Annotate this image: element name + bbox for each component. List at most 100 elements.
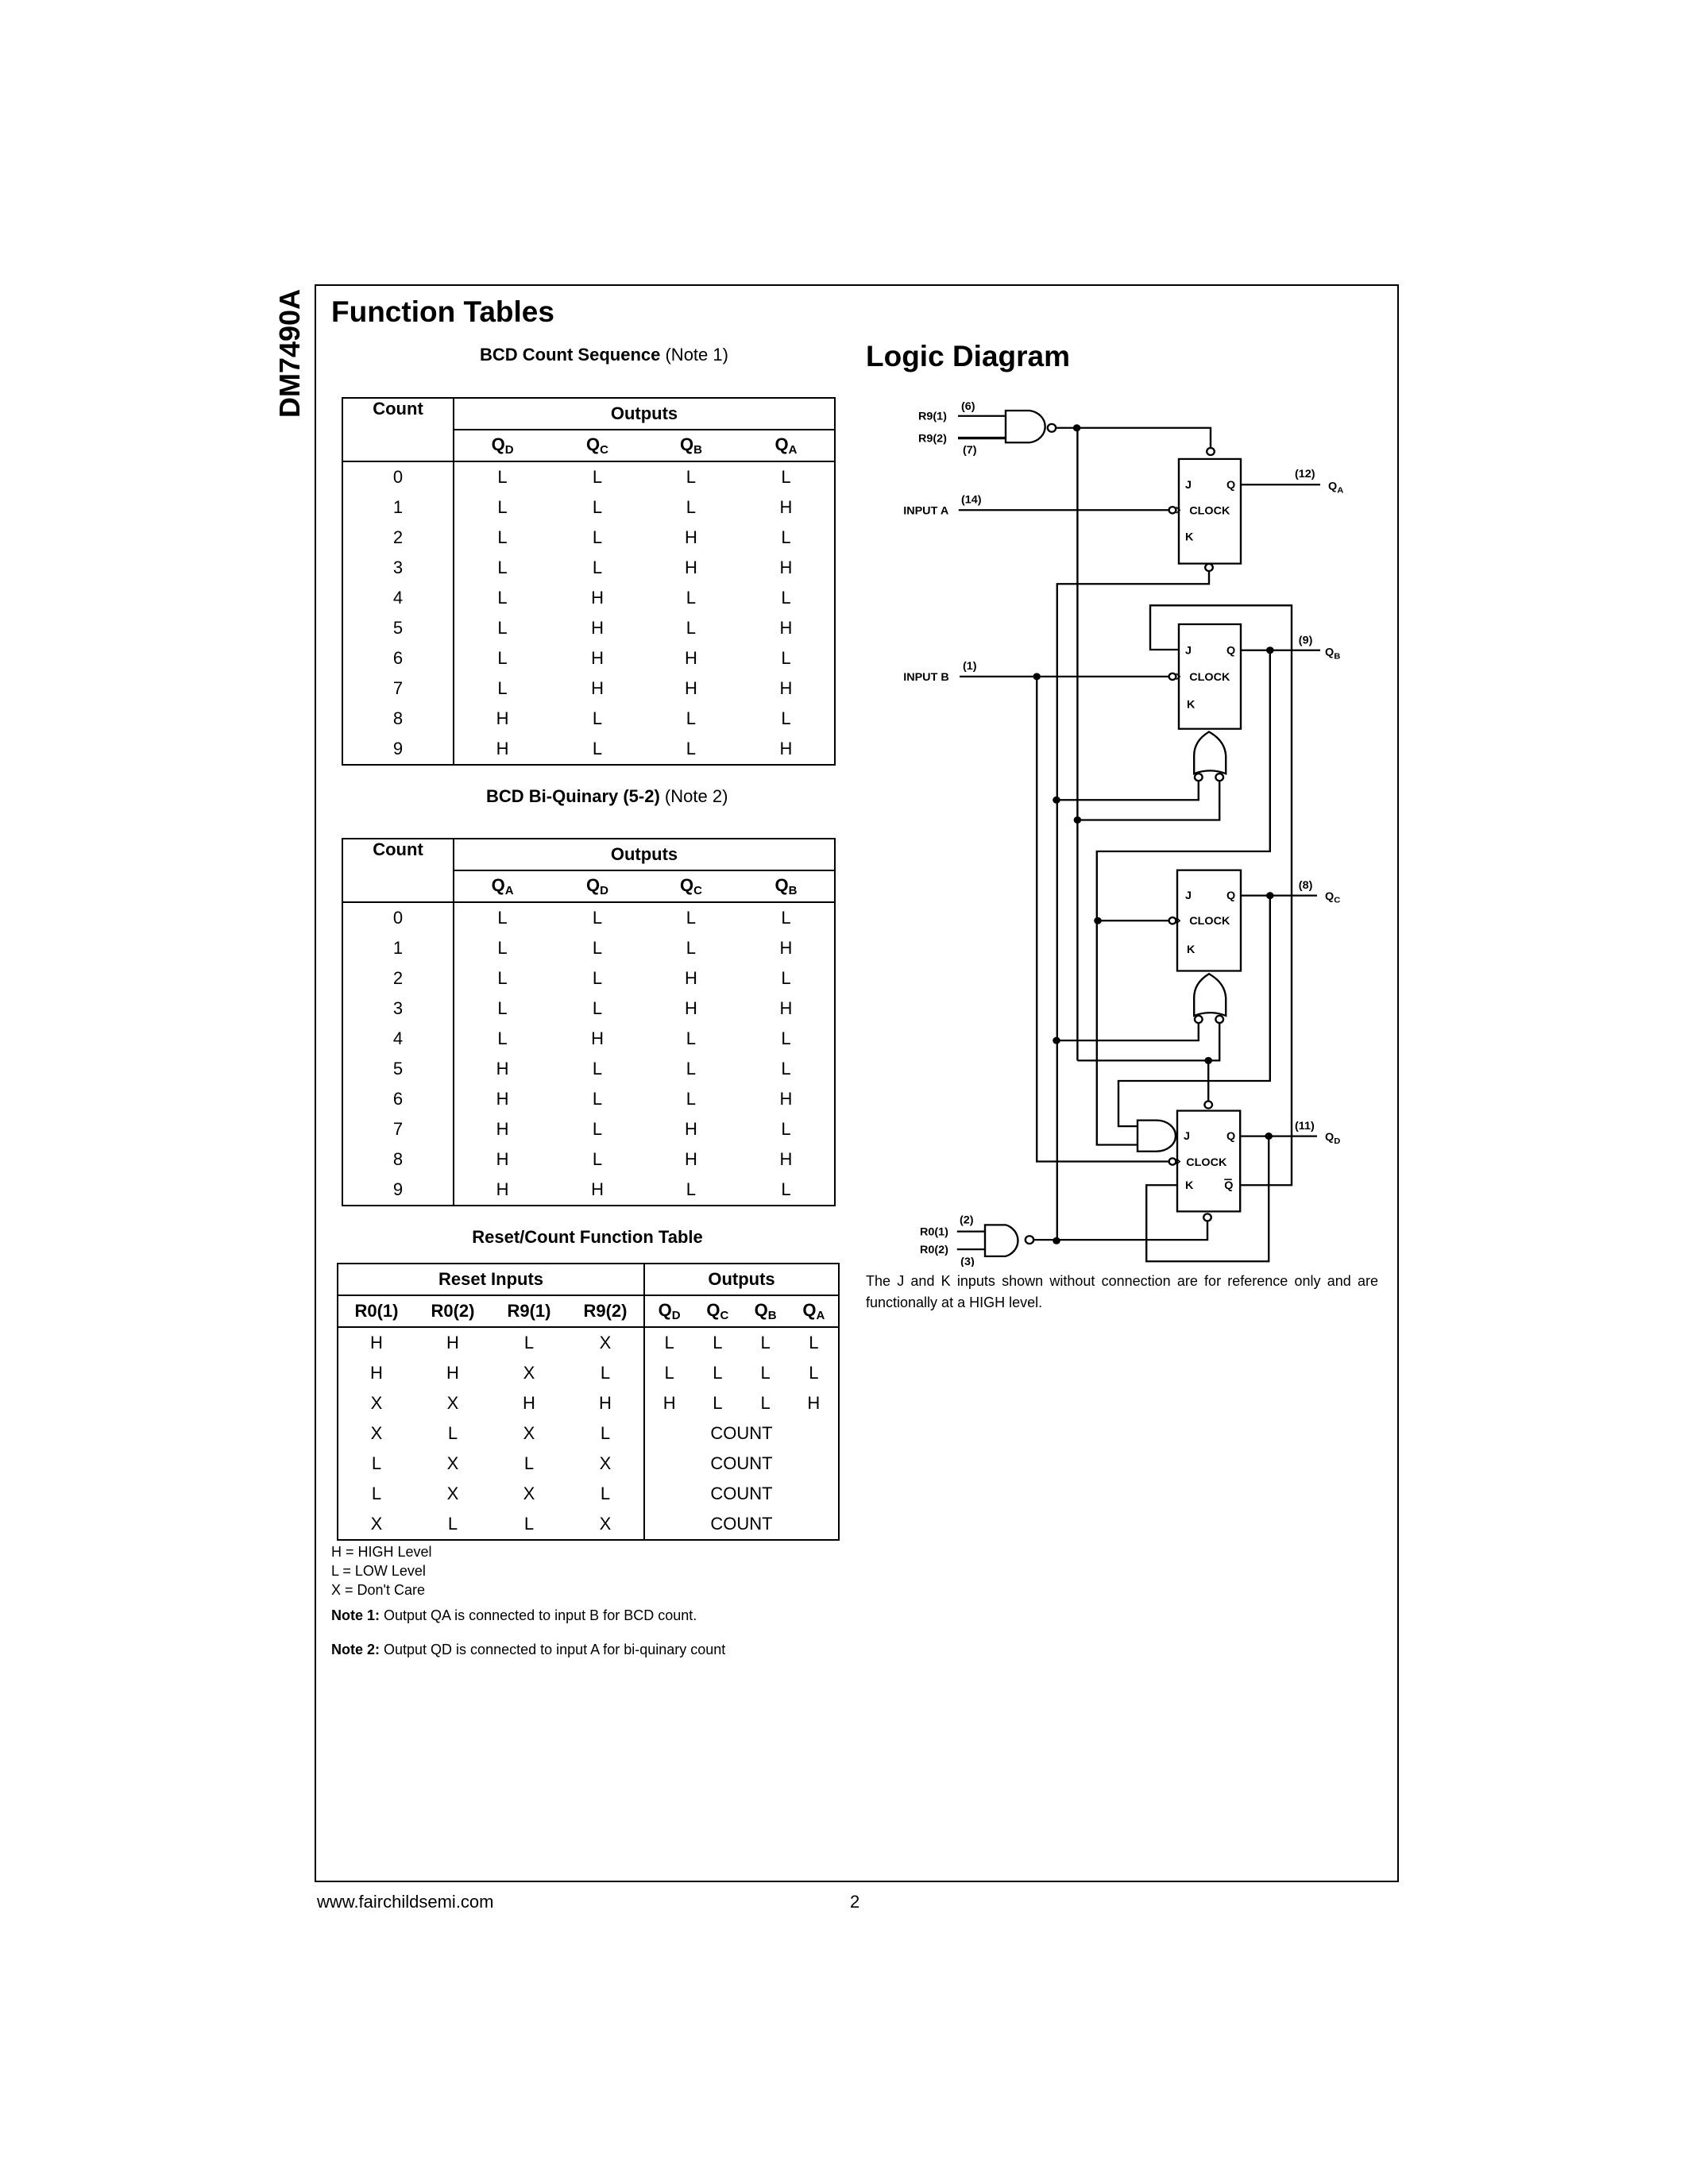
output-cell: L	[592, 1059, 603, 1078]
output-cell: L	[592, 968, 603, 988]
reset-input-cell: X	[523, 1363, 535, 1383]
q-subscript: D	[671, 1309, 681, 1322]
label-input-b: INPUT B	[903, 670, 949, 683]
output-cell: L	[686, 938, 697, 958]
output-cell: L	[497, 938, 508, 958]
and-gate-jd	[1136, 1119, 1177, 1152]
label-qa: QA	[1328, 480, 1343, 495]
output-cell: L	[781, 648, 791, 668]
output-cell: L	[760, 1333, 771, 1352]
count-cell: 6	[342, 643, 454, 673]
output-cell: L	[781, 908, 791, 928]
output-cell: L	[713, 1333, 723, 1352]
output-cell: H	[779, 618, 793, 638]
legend-dont-care: X = Don't Care	[331, 1582, 425, 1598]
reset-column-header: R9(2)	[567, 1295, 645, 1328]
ffb-q: Q	[1226, 644, 1235, 657]
label-pin1: (1)	[963, 660, 977, 673]
ffb-clock: CLOCK	[1189, 670, 1230, 683]
output-cell: H	[496, 708, 509, 728]
output-cell: H	[684, 968, 697, 988]
q-letter: Q	[774, 434, 789, 454]
ffc-q: Q	[1226, 889, 1235, 902]
output-cell: L	[686, 467, 697, 487]
output-cell: L	[592, 497, 603, 517]
output-cell: L	[686, 497, 697, 517]
flipflop-a	[1177, 457, 1242, 565]
label-pin14: (14)	[961, 493, 982, 506]
output-cell: H	[591, 648, 604, 668]
bcd-title-note: (Note 1)	[665, 345, 728, 365]
reset-column-header: R0(2)	[415, 1295, 491, 1328]
count-cell: 6	[342, 1084, 454, 1114]
output-column-header: QB	[643, 430, 738, 462]
reset-input-cell: L	[447, 1423, 458, 1443]
output-column-header: QC	[643, 870, 738, 903]
ffa-j: J	[1185, 478, 1192, 491]
reset-input-cell: L	[523, 1453, 535, 1473]
outputs-header: Outputs	[644, 1264, 839, 1296]
count-cell: 2	[342, 963, 454, 994]
outputs-header: Outputs	[454, 398, 835, 430]
ffa-k: K	[1185, 531, 1193, 543]
q-letter: Q	[586, 875, 601, 895]
ffd-k: K	[1185, 1179, 1193, 1192]
output-cell: L	[686, 1059, 697, 1078]
q-subscript: B	[693, 443, 702, 457]
output-cell: L	[781, 708, 791, 728]
bcd-title-bold: BCD Count Sequence	[480, 345, 661, 365]
output-cell: H	[779, 558, 793, 577]
reset-input-cell: L	[371, 1453, 382, 1473]
output-cell: L	[592, 998, 603, 1018]
diagram-labels: R9(1) R9(2) (6) (7) INPUT A (14) (12) QA…	[903, 399, 1343, 1267]
reset-input-cell: X	[370, 1423, 383, 1443]
reset-input-cell: L	[523, 1333, 535, 1352]
output-cell: H	[591, 1179, 604, 1199]
q-letter: Q	[491, 875, 505, 895]
reset-input-cell: X	[523, 1484, 535, 1503]
q-letter: Q	[774, 875, 789, 895]
output-cell: H	[779, 1149, 793, 1169]
reset-input-cell: L	[567, 1358, 645, 1388]
legend-low: L = LOW Level	[331, 1563, 426, 1579]
footer-url[interactable]: www.fairchildsemi.com	[317, 1892, 494, 1912]
output-column-header: QA	[454, 870, 551, 903]
wires	[956, 415, 1320, 1263]
q-subscript: A	[788, 443, 798, 457]
output-cell: H	[684, 1149, 697, 1169]
output-cell: L	[592, 1149, 603, 1169]
q-letter: Q	[754, 1300, 768, 1320]
output-cell: L	[497, 527, 508, 547]
output-cell: H	[496, 1089, 509, 1109]
output-cell: L	[781, 467, 791, 487]
or-gate-kb	[1193, 731, 1227, 775]
output-cell: L	[686, 908, 697, 928]
count-cell: 5	[342, 613, 454, 643]
output-cell: L	[686, 1179, 697, 1199]
reset-input-cell: H	[523, 1393, 535, 1413]
page-number: 2	[850, 1892, 860, 1912]
count-cell: 7	[342, 1114, 454, 1144]
count-cell: 2	[342, 523, 454, 553]
reset-input-cell: X	[446, 1453, 459, 1473]
output-cell: H	[591, 618, 604, 638]
label-pin9: (9)	[1299, 634, 1313, 646]
ffa-clock: CLOCK	[1189, 504, 1230, 517]
output-cell: H	[779, 938, 793, 958]
output-cell: L	[664, 1363, 674, 1383]
output-column-header: QB	[741, 1295, 790, 1328]
reset-input-cell: X	[567, 1449, 645, 1479]
count-cell: COUNT	[710, 1453, 773, 1473]
output-cell: H	[591, 678, 604, 698]
